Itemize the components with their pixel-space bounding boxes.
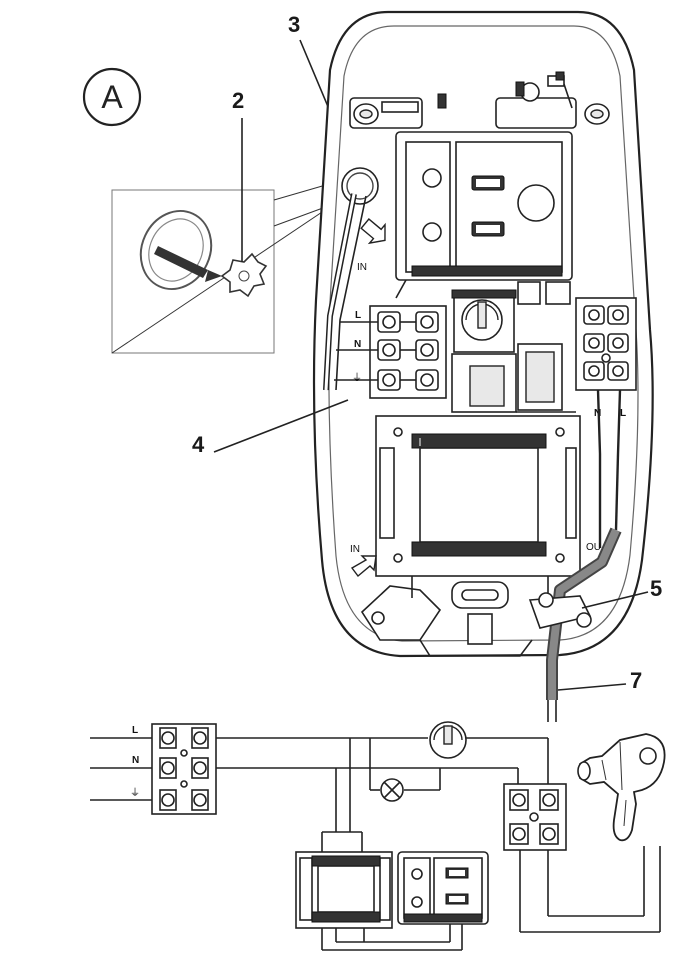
svg-text:⏚: ⏚ (352, 372, 362, 384)
svg-text:3: 3 (288, 12, 300, 37)
hair-dryer-icon (577, 733, 666, 842)
svg-text:OU: OU (586, 542, 601, 553)
callout-5: 5 (581, 576, 662, 609)
svg-text:N: N (354, 339, 361, 350)
schematic: L N ⏚ (90, 721, 661, 951)
incoming-cable (323, 193, 367, 391)
callout-4: 4 (192, 399, 349, 457)
cable-clamp (528, 592, 592, 629)
svg-text:7: 7 (630, 668, 642, 693)
svg-text:5: 5 (650, 576, 662, 601)
svg-text:L: L (355, 310, 361, 321)
detail-inset (111, 179, 351, 354)
output-terminal-block: N L (575, 297, 637, 548)
bottom-mounting (360, 576, 549, 657)
in-arrow-top: IN (357, 218, 386, 273)
svg-text:A: A (101, 79, 123, 115)
out-arrow: OU (586, 542, 601, 553)
safety-device (395, 131, 573, 299)
svg-text:N: N (132, 755, 139, 766)
callout-a: A (82, 67, 142, 127)
svg-text:4: 4 (192, 432, 205, 457)
thermostat-cutout (451, 281, 571, 353)
callout-7: 7 (557, 668, 642, 693)
svg-text:IN: IN (357, 262, 367, 273)
svg-text:2: 2 (232, 88, 244, 113)
svg-text:⏚: ⏚ (130, 787, 140, 799)
mounting-lugs-top (349, 71, 610, 129)
relay-block (451, 343, 576, 413)
input-terminal-block: L N ⏚ (334, 305, 447, 399)
callout-2: 2 (232, 88, 244, 262)
svg-text:IN: IN (350, 544, 360, 555)
cable-entry-hole (341, 167, 379, 205)
output-cable (546, 527, 622, 722)
transformer (375, 415, 581, 577)
svg-text:L: L (132, 725, 138, 736)
svg-text:L: L (620, 408, 626, 419)
in-arrow-bottom: IN (350, 544, 377, 578)
